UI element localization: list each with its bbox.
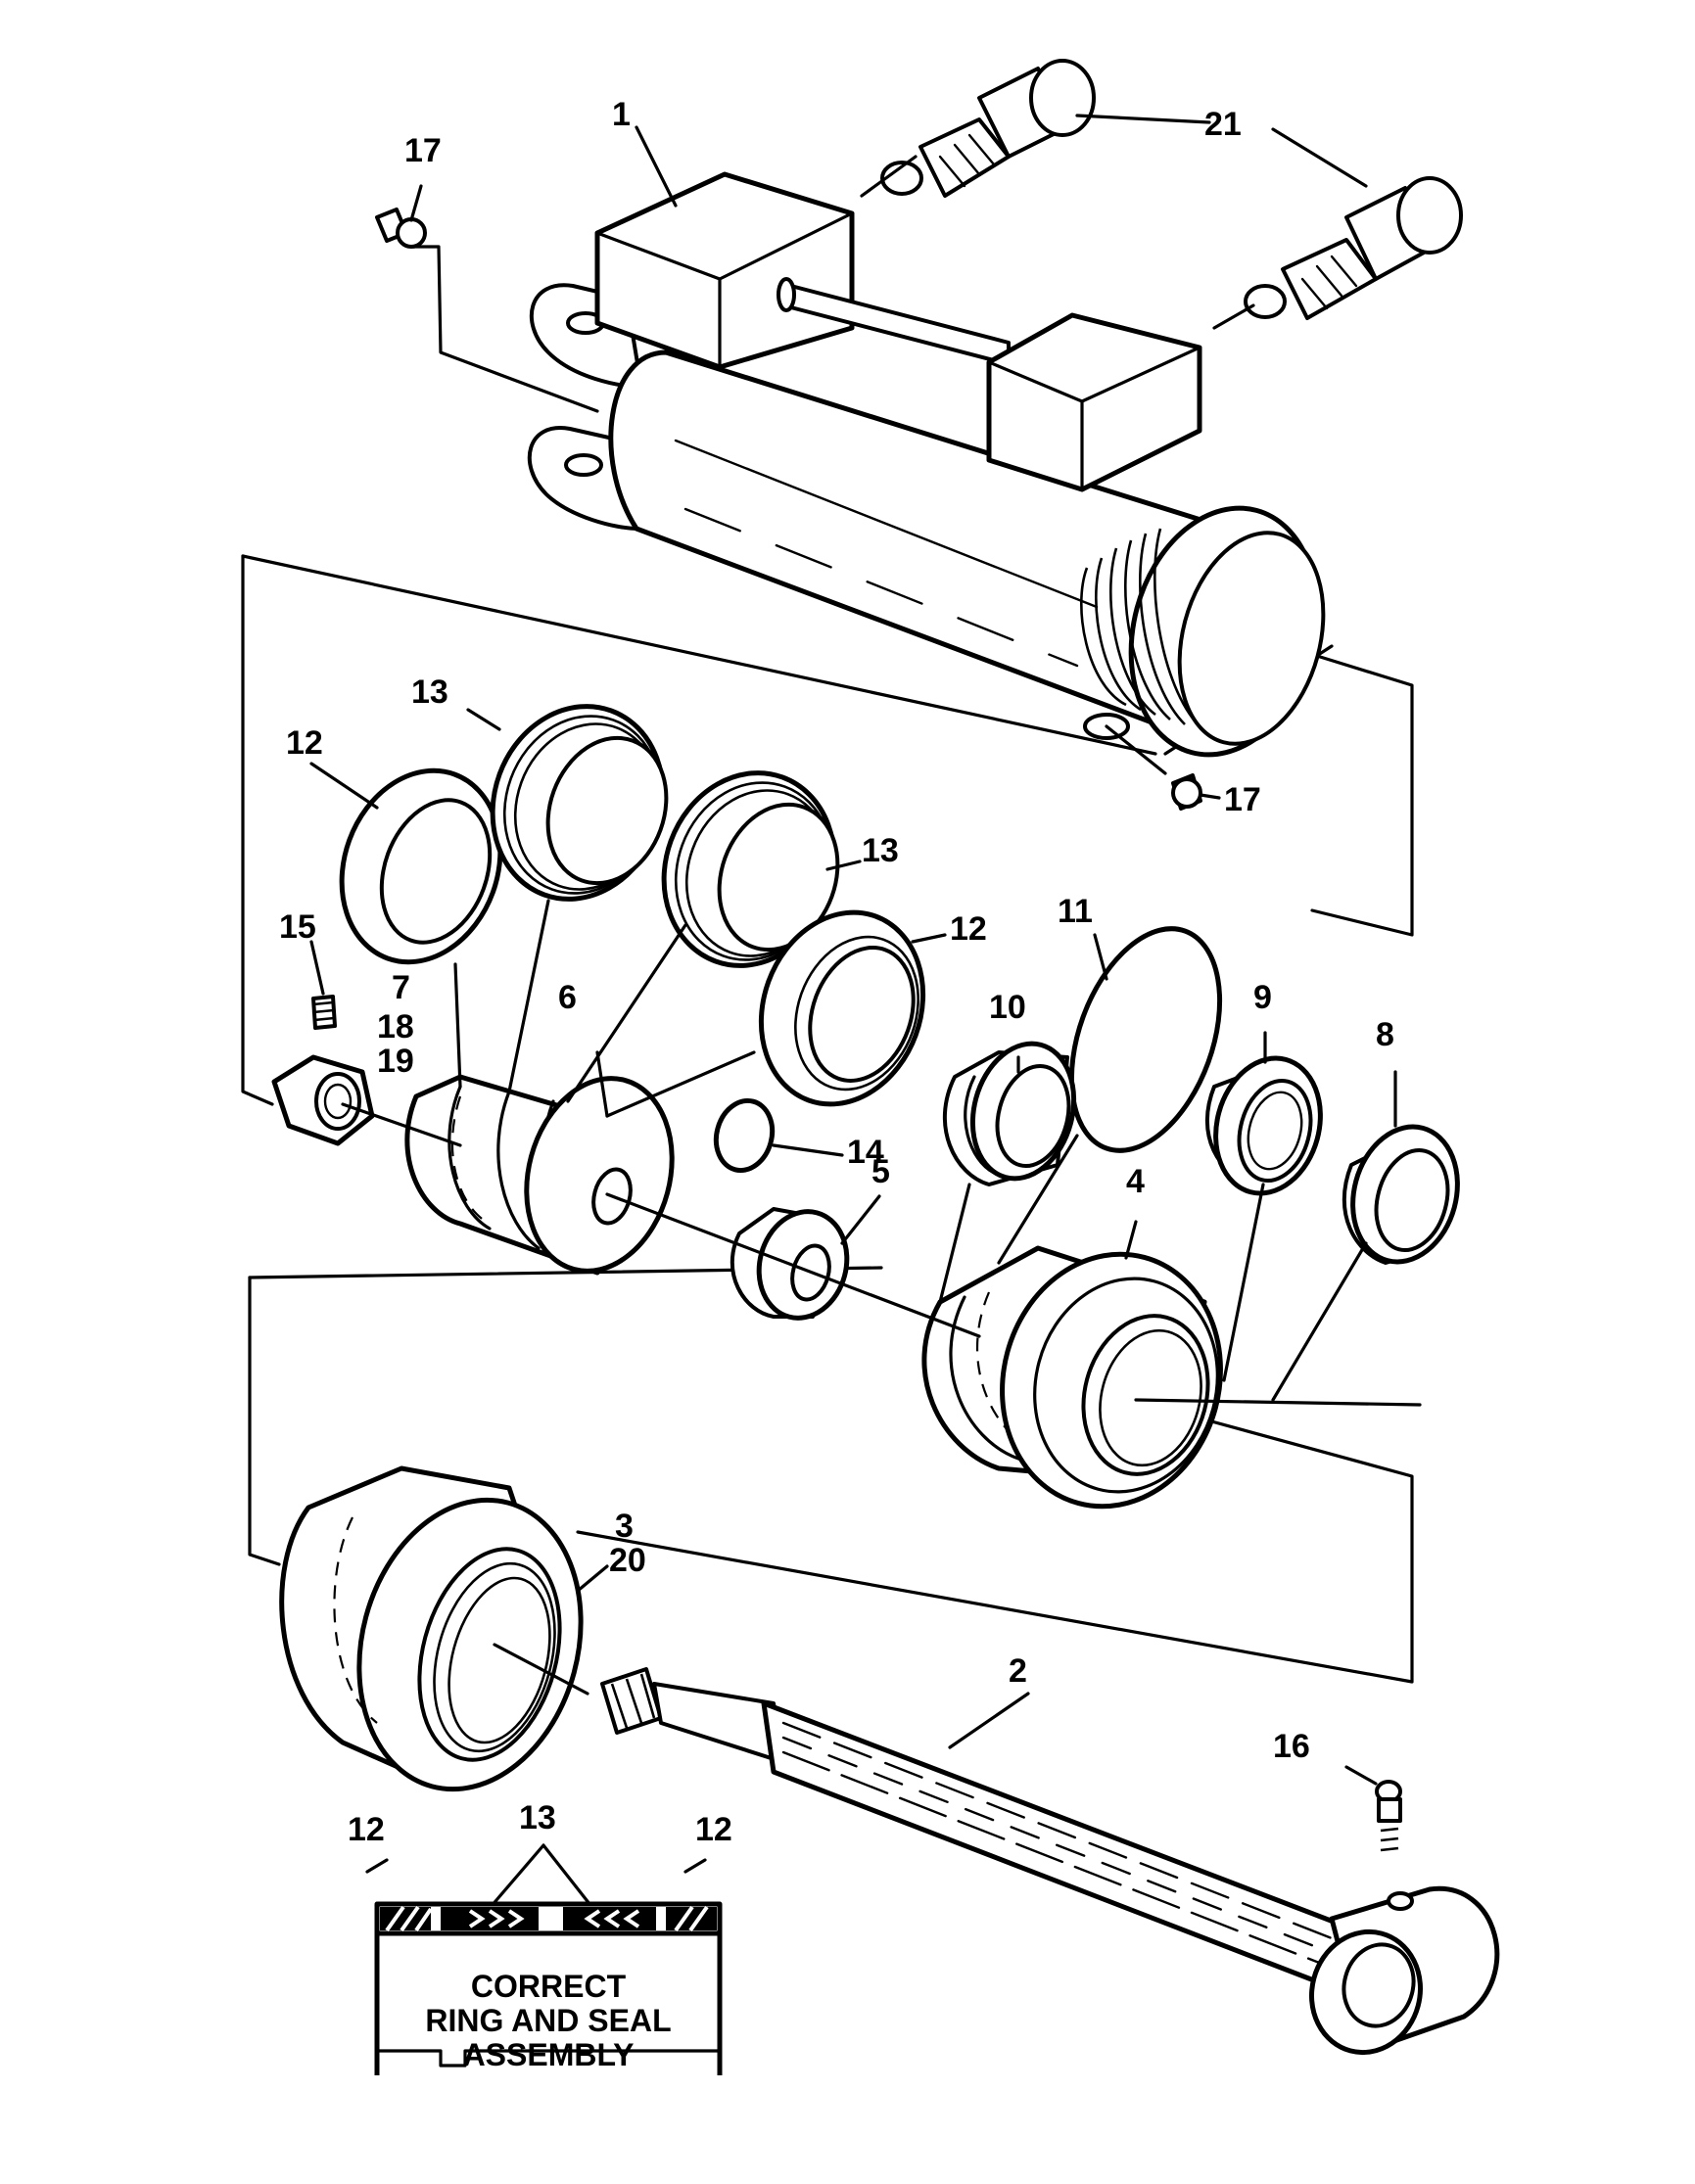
gland-nut-3 bbox=[279, 1465, 584, 1792]
bleeder-screw-lower bbox=[1171, 773, 1202, 811]
set-screw-15 bbox=[311, 995, 337, 1030]
leader-lines bbox=[309, 114, 1422, 1786]
bleeder-screw-upper bbox=[375, 208, 427, 249]
callout-15: 15 bbox=[279, 908, 316, 946]
callout-1: 1 bbox=[612, 96, 631, 133]
callout-4: 4 bbox=[1126, 1163, 1145, 1200]
inset-line-3: ASSEMBLY bbox=[463, 2037, 635, 2072]
callout-5: 5 bbox=[871, 1153, 890, 1190]
callout-13-left: 13 bbox=[411, 674, 448, 711]
valve-block-right bbox=[986, 312, 1202, 492]
check-valve-lower bbox=[1244, 176, 1463, 320]
wear-ring-13-right bbox=[661, 770, 840, 968]
callout-17-lower: 17 bbox=[1224, 781, 1261, 818]
callout-18: 18 bbox=[377, 1008, 414, 1046]
spacer-5 bbox=[730, 1207, 850, 1321]
callout-13-inset: 13 bbox=[519, 1799, 556, 1836]
inset-seal-hatching bbox=[380, 1905, 717, 1932]
o-ring-11 bbox=[1068, 926, 1223, 1153]
callout-7: 7 bbox=[392, 969, 410, 1006]
cylinder-head-4 bbox=[921, 1245, 1223, 1510]
callout-21: 21 bbox=[1204, 106, 1242, 143]
callout-12-inset-right: 12 bbox=[695, 1811, 732, 1848]
callout-13-right: 13 bbox=[862, 832, 899, 869]
inset-line-2: RING AND SEAL bbox=[425, 2003, 671, 2038]
piston-nut bbox=[271, 1054, 375, 1146]
callout-6: 6 bbox=[558, 979, 577, 1016]
check-valve-upper bbox=[880, 59, 1096, 198]
o-ring-14 bbox=[713, 1097, 776, 1174]
callout-3: 3 bbox=[615, 1508, 634, 1545]
seal-8 bbox=[1342, 1124, 1460, 1265]
barrel-thread bbox=[1080, 528, 1201, 727]
callout-16: 16 bbox=[1273, 1728, 1310, 1765]
piston-rod-2 bbox=[600, 1667, 1500, 2056]
callout-12-left: 12 bbox=[286, 724, 323, 762]
callout-8: 8 bbox=[1376, 1016, 1394, 1053]
callout-2: 2 bbox=[1009, 1652, 1027, 1690]
callout-labels: 1 2 3 20 4 5 6 7 8 9 10 11 12 12 12 12 1… bbox=[279, 96, 1394, 1848]
callout-10: 10 bbox=[989, 989, 1026, 1026]
bushing-10 bbox=[942, 1041, 1077, 1186]
callout-19: 19 bbox=[377, 1043, 414, 1080]
bearing-9 bbox=[1204, 1055, 1323, 1196]
callout-12-inset-left: 12 bbox=[348, 1811, 385, 1848]
callout-14: 14 bbox=[847, 1134, 884, 1171]
inset-line-1: CORRECT bbox=[471, 1969, 627, 2004]
cylinder-barrel bbox=[527, 283, 1326, 758]
wear-ring-13-left bbox=[490, 704, 669, 902]
callout-12-right: 12 bbox=[950, 910, 987, 948]
callout-17-upper: 17 bbox=[404, 132, 442, 169]
piston bbox=[404, 1074, 675, 1276]
callout-11: 11 bbox=[1058, 893, 1093, 930]
seal-ring-12-right bbox=[758, 909, 926, 1107]
ring-seal-inset: CORRECT RING AND SEAL ASSEMBLY bbox=[365, 1843, 723, 2075]
valve-block-left bbox=[594, 171, 855, 370]
seal-ring-12-left bbox=[339, 767, 503, 965]
callout-20: 20 bbox=[609, 1542, 646, 1579]
callout-9: 9 bbox=[1253, 979, 1272, 1016]
grease-fitting-16 bbox=[1375, 1780, 1402, 1852]
